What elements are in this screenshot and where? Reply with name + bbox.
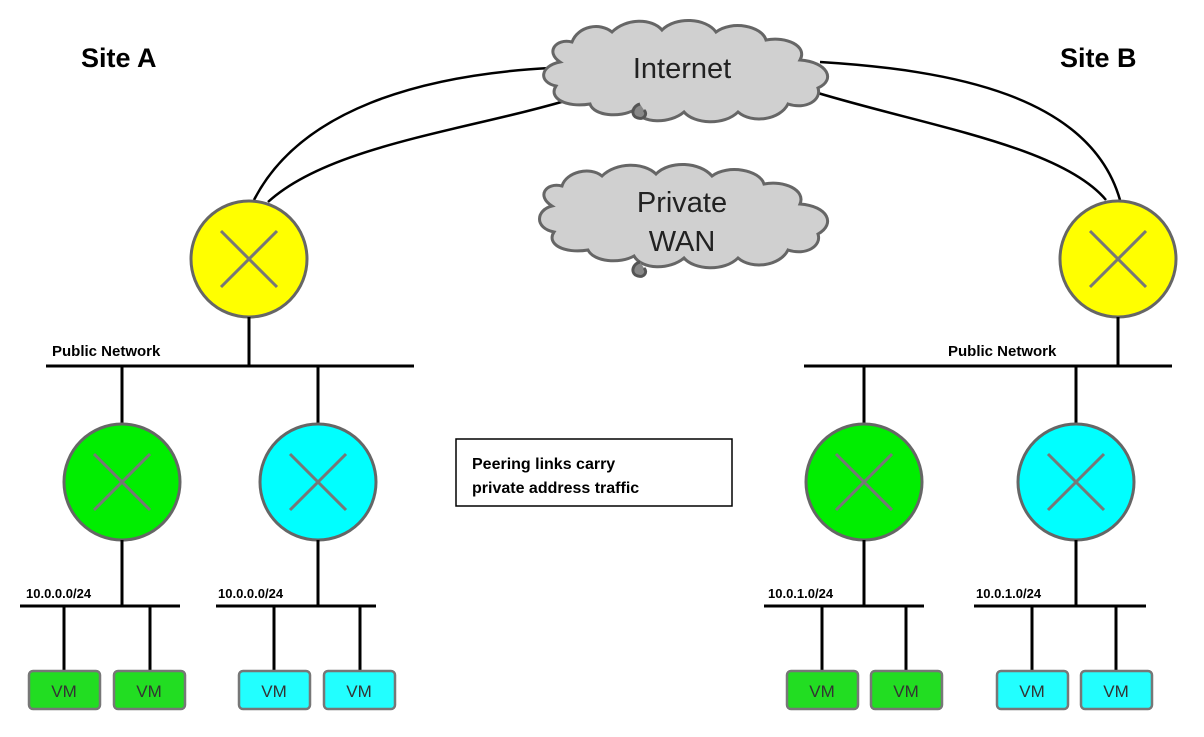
site-b-vm-4: VM — [1079, 669, 1154, 711]
site-a-public-network-label: Public Network — [52, 343, 161, 360]
site-a-title: Site A — [81, 43, 157, 73]
site-a-edge-router — [189, 199, 309, 319]
peering-note: Peering links carry private address traf… — [455, 438, 733, 507]
internet-label: Internet — [633, 53, 731, 85]
site-a-cyan-subnet-label: 10.0.0.0/24 — [218, 586, 284, 601]
vm-label: VM — [51, 682, 77, 701]
site-a-vm-2: VM — [112, 669, 187, 711]
vm-label: VM — [1019, 682, 1045, 701]
site-b-vm-2: VM — [869, 669, 944, 711]
site-a-cyan-router — [258, 422, 378, 542]
site-b-cyan-subnet-label: 10.0.1.0/24 — [976, 586, 1042, 601]
vm-label: VM — [136, 682, 162, 701]
site-a-green-router — [62, 422, 182, 542]
site-b-vm-3: VM — [995, 669, 1070, 711]
site-b-vm-1: VM — [785, 669, 860, 711]
private-wan-cloud: Private WAN — [538, 162, 830, 278]
site-b-green-subnet-label: 10.0.1.0/24 — [768, 586, 834, 601]
private-wan-label-line1: Private — [637, 187, 727, 219]
vm-label: VM — [809, 682, 835, 701]
vm-label: VM — [1103, 682, 1129, 701]
site-a-vm-3: VM — [237, 669, 312, 711]
peering-note-line1: Peering links carry — [472, 456, 615, 473]
vm-label: VM — [261, 682, 287, 701]
peering-note-line2: private address traffic — [472, 480, 639, 497]
site-a-green-subnet-label: 10.0.0.0/24 — [26, 586, 92, 601]
vm-label: VM — [893, 682, 919, 701]
site-b-edge-router — [1058, 199, 1178, 319]
internet-link-b-outer — [819, 60, 1122, 201]
internet-link-b-inner — [807, 88, 1107, 201]
site-b-title: Site B — [1060, 43, 1137, 73]
internet-link-a-inner — [267, 96, 576, 203]
site-b-green-router — [804, 422, 924, 542]
internet-link-a-outer — [252, 66, 551, 201]
internet-cloud: Internet — [542, 18, 830, 124]
site-a-vm-4: VM — [322, 669, 397, 711]
site-a-vm-1: VM — [27, 669, 102, 711]
private-wan-label-line2: WAN — [649, 226, 716, 258]
site-b-public-network-label: Public Network — [948, 343, 1057, 360]
site-b-cyan-router — [1016, 422, 1136, 542]
vm-label: VM — [346, 682, 372, 701]
